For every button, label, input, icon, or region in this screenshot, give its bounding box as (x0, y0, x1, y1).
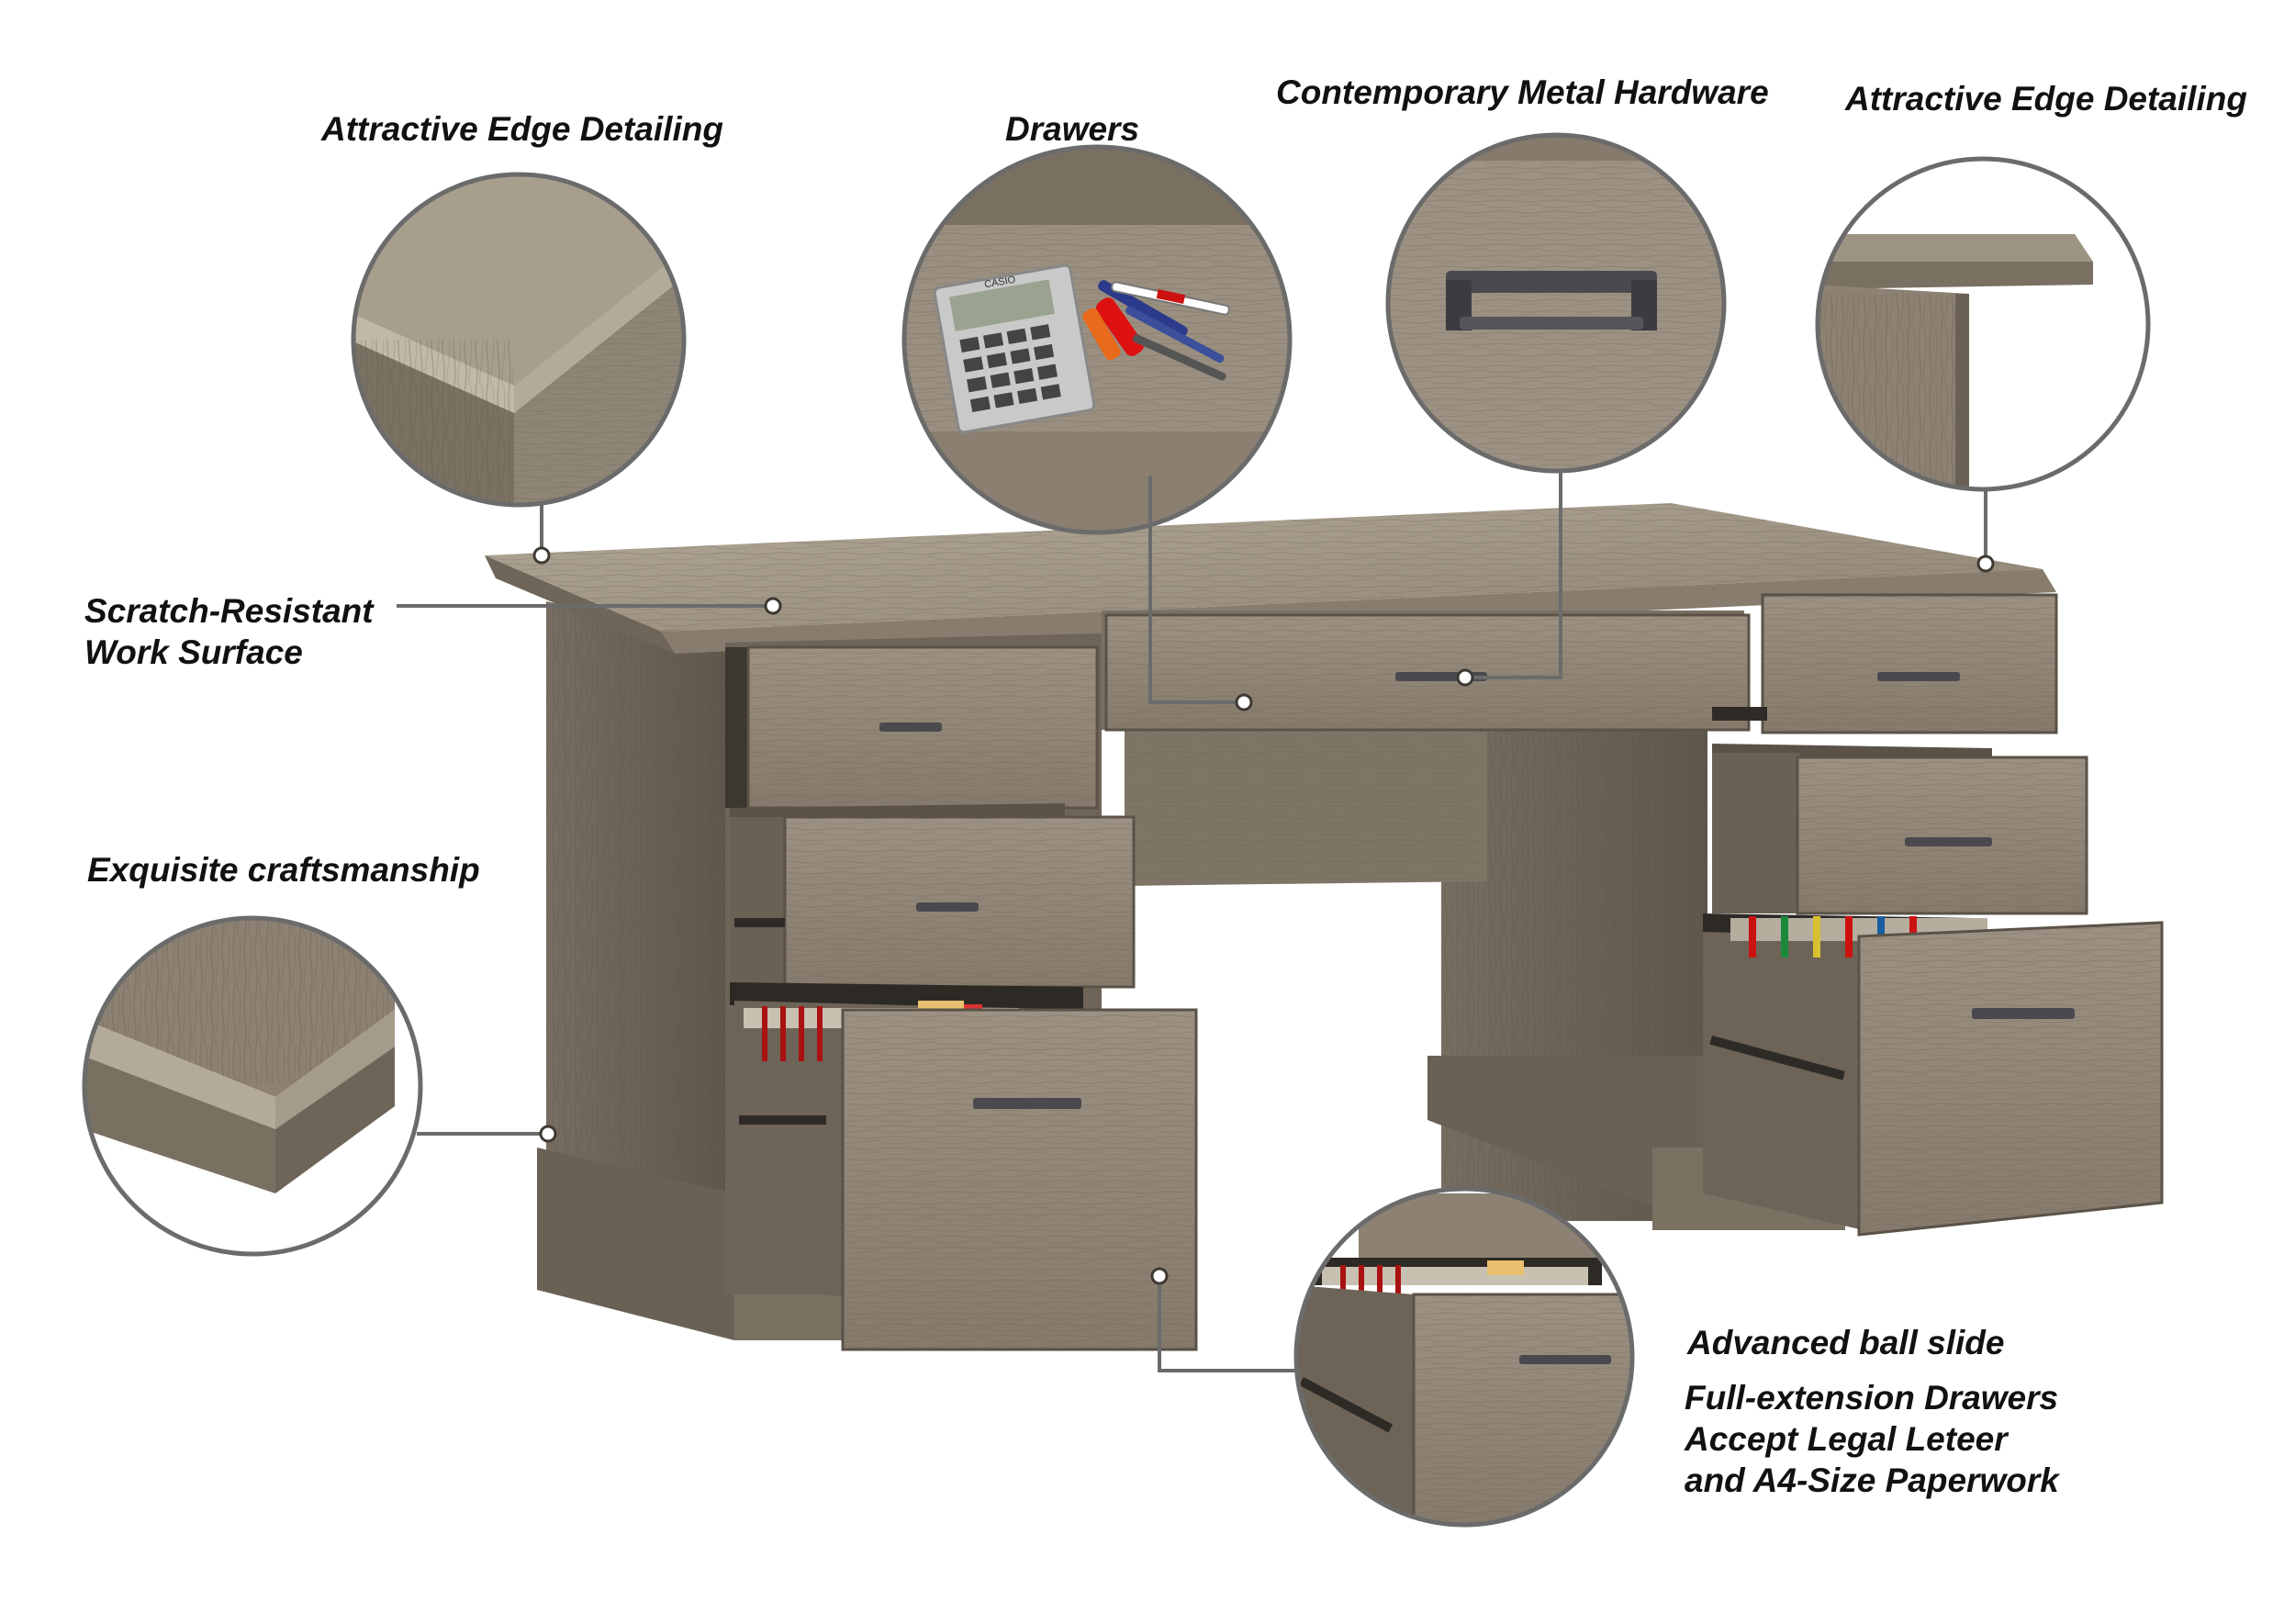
right-middle-drawer (1712, 744, 2088, 915)
label-edge-detailing-right: Attractive Edge Detailing (1845, 80, 2247, 118)
desk (485, 503, 2164, 1351)
left-file-drawer (730, 982, 1198, 1351)
metal-handle (1446, 271, 1657, 293)
leader-metal-hardware (1465, 471, 1562, 679)
leader-drawers (1148, 476, 1244, 704)
label-drawers: Drawers (1005, 110, 1140, 148)
label-full-extension-line3: and A4-Size Paperwork (1685, 1462, 2059, 1499)
file-folders (762, 1006, 823, 1061)
detail-circle-metal-hardware (1385, 132, 1727, 474)
detail-circle-edge-top-left (351, 172, 687, 508)
drawer-pull (1972, 1008, 2075, 1019)
label-ball-slide: Advanced ball slide (1687, 1324, 2005, 1361)
drawer-pull (879, 722, 942, 732)
leader-ball-slide (1158, 1276, 1297, 1372)
label-edge-detailing-left: Attractive Edge Detailing (321, 110, 723, 148)
calculator-brand: CASIO (983, 274, 1016, 291)
label-full-extension-line2: Accept Legal Leteer (1685, 1420, 2008, 1458)
detail-circle-drawers: CASIO (901, 144, 1293, 535)
detail-circle-ball-slide (1293, 1186, 1635, 1528)
drawer-pull (916, 902, 979, 912)
label-work-surface-line1: Scratch-Resistant (84, 592, 374, 630)
detail-circle-craftsmanship (82, 915, 423, 1257)
right-top-drawer (1712, 593, 2058, 734)
pens-and-markers (1082, 280, 1230, 381)
right-plinth (1427, 1056, 1717, 1230)
left-top-drawer (725, 645, 1099, 810)
drawer-pull (973, 1098, 1081, 1109)
left-middle-drawer (730, 803, 1136, 989)
drawer-pull (1905, 837, 1992, 846)
drawer-pull (1877, 672, 1960, 681)
ball-slide-rail (1299, 1377, 1394, 1433)
left-plinth (537, 1148, 734, 1340)
label-craftsmanship: Exquisite craftsmanship (87, 851, 480, 889)
label-work-surface-line2: Work Surface (84, 633, 303, 671)
detail-circle-edge-top-right (1815, 156, 2151, 492)
right-file-drawer (1703, 913, 2164, 1237)
label-full-extension-line1: Full-extension Drawers (1685, 1379, 2059, 1417)
center-drawer (1102, 610, 1751, 732)
callout-anchor-dots (532, 546, 1995, 1285)
label-metal-hardware: Contemporary Metal Hardware (1276, 73, 1769, 111)
